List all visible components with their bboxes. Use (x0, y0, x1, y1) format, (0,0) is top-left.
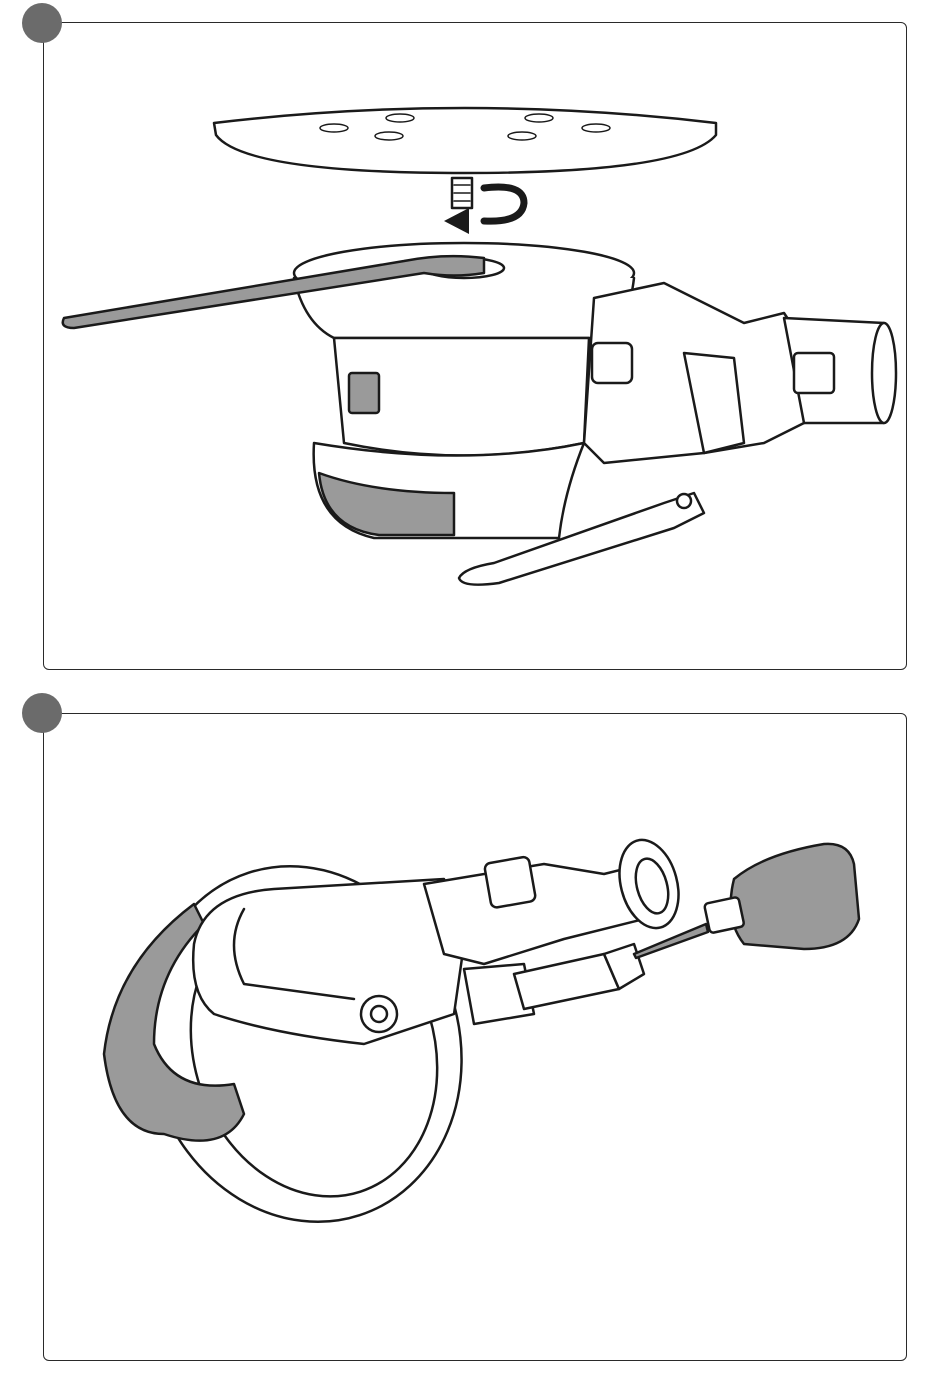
spindle-thread (452, 178, 472, 208)
air-inlet-body (584, 283, 896, 463)
step-2-illustration (44, 714, 908, 1362)
sander-head (294, 243, 634, 538)
step-1-marker (22, 3, 62, 43)
step-2-panel (43, 713, 907, 1361)
step-2-marker (22, 693, 62, 733)
step-1-illustration (44, 23, 908, 671)
backing-pad (214, 108, 716, 173)
step-1-panel (43, 22, 907, 670)
sander-body (193, 879, 464, 1044)
air-inlet-fitting (424, 833, 688, 1024)
